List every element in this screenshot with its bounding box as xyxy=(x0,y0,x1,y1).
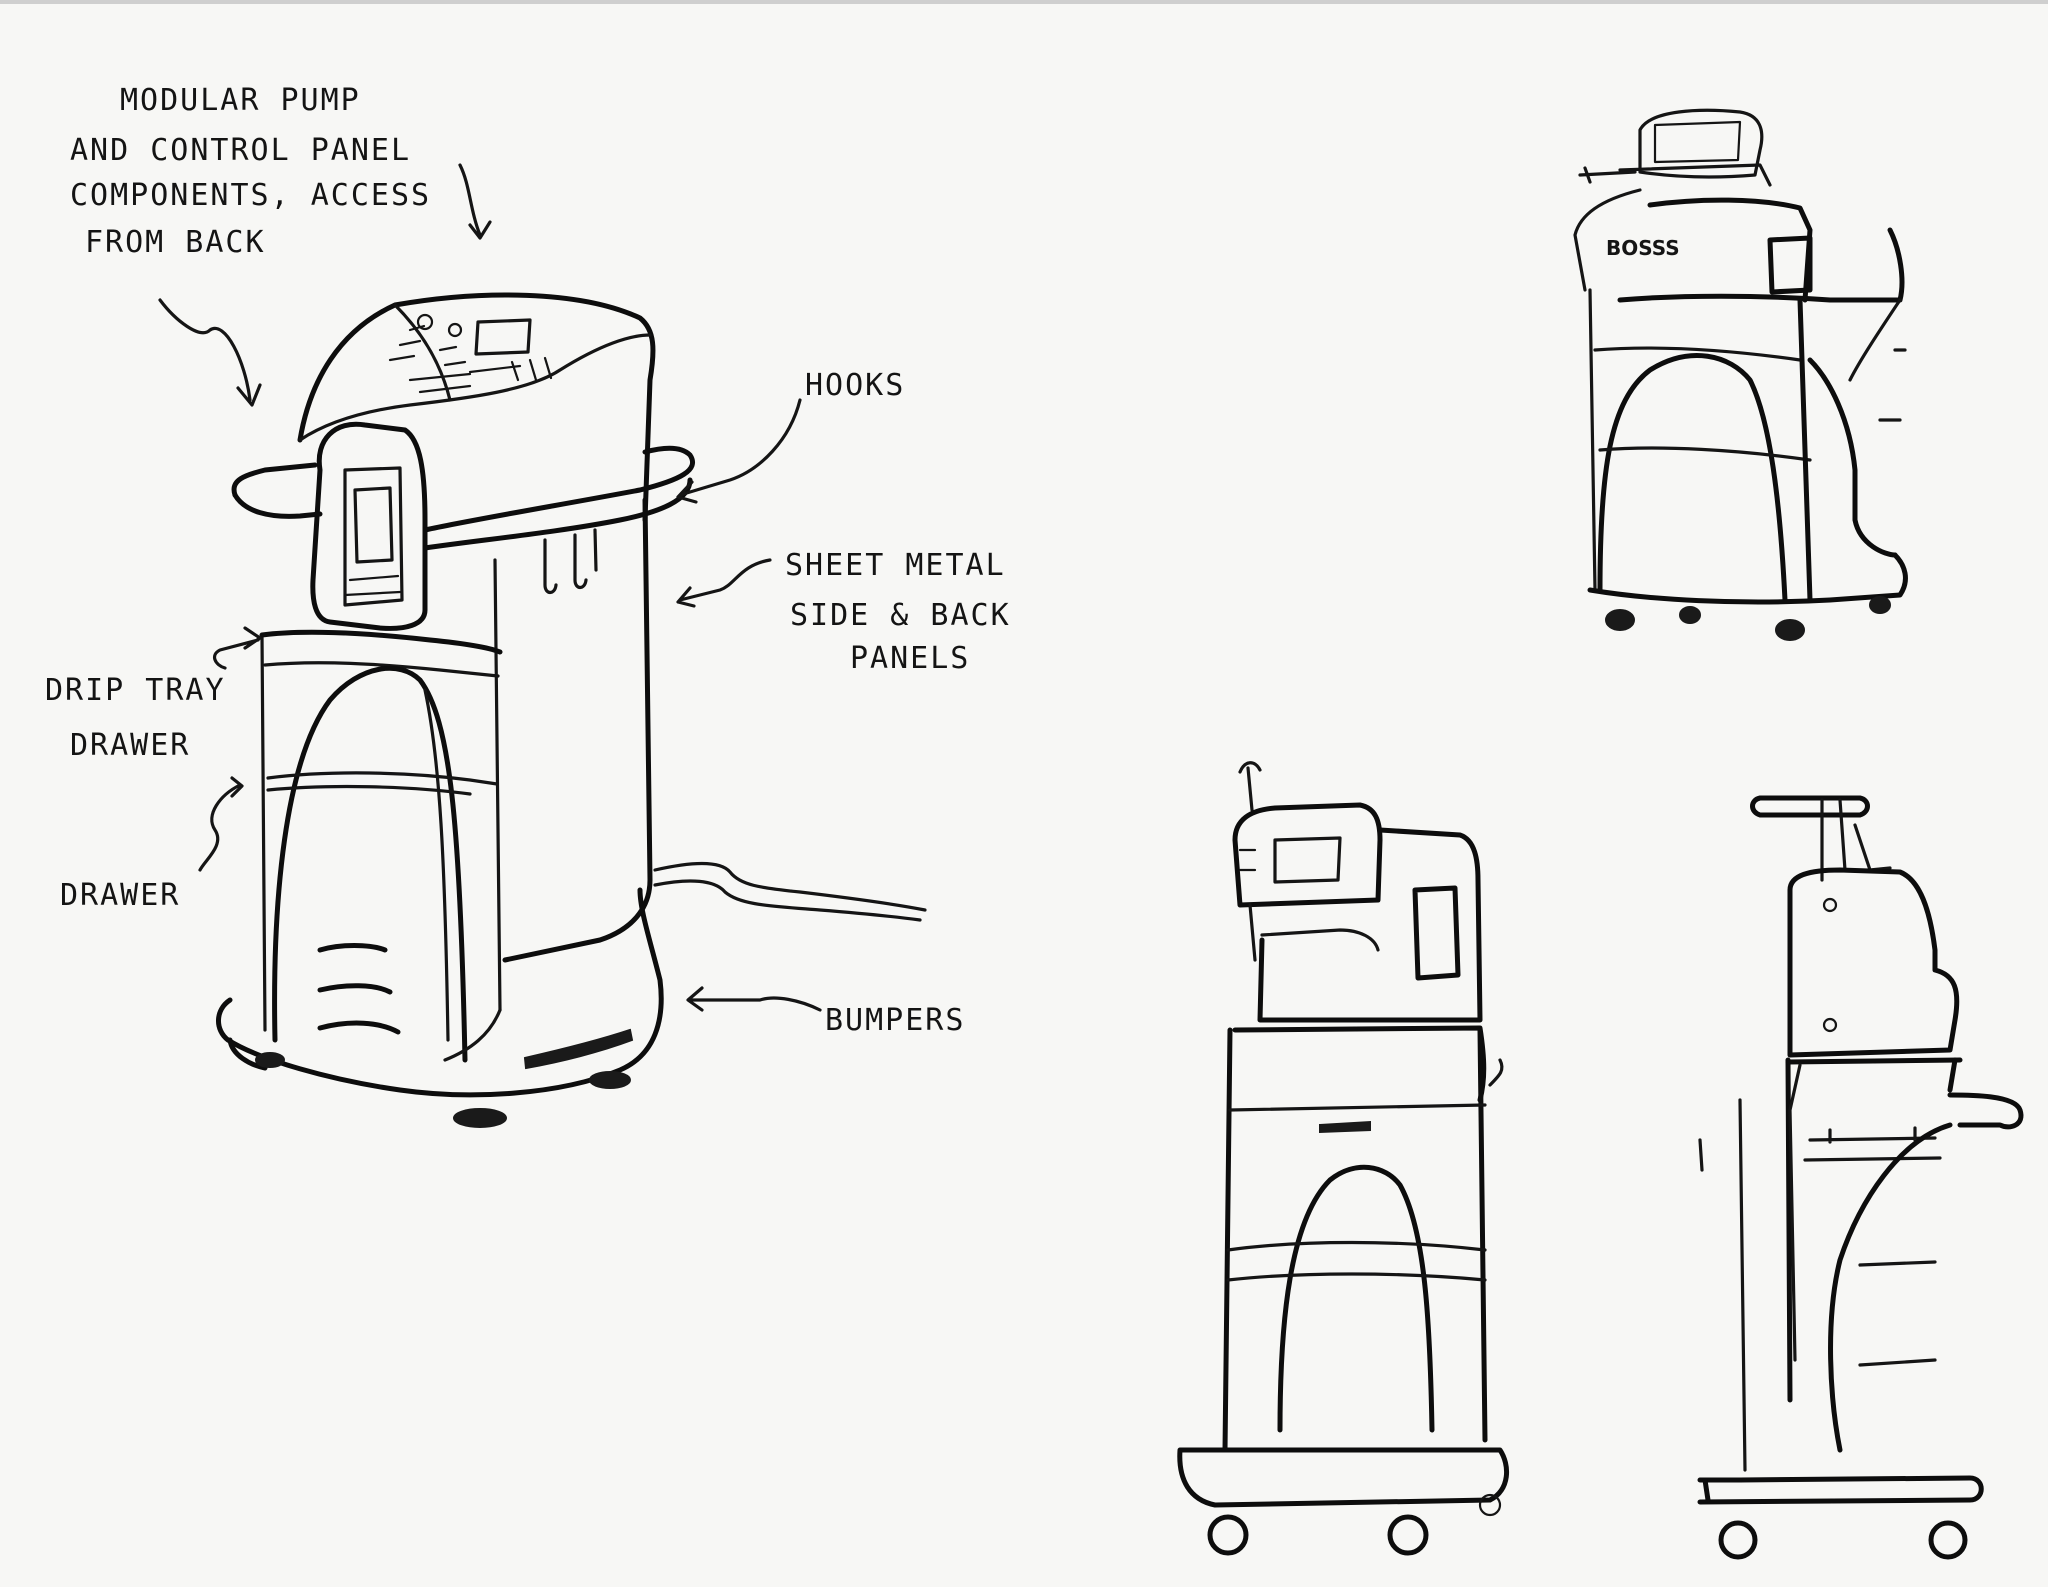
annotation-sheet-metal: SHEET METAL SIDE & BACK PANELS xyxy=(785,548,1011,676)
note-sheet-metal-line-2: SIDE & BACK xyxy=(790,598,1011,633)
note-sheet-metal-line-1: SHEET METAL xyxy=(785,548,1006,583)
pump-window xyxy=(310,421,428,631)
note-drawer: DRAWER xyxy=(60,878,180,913)
main-cart-sketch xyxy=(216,292,927,1128)
note-hooks: HOOKS xyxy=(805,368,905,403)
note-modular-line-4: FROM BACK xyxy=(85,225,266,260)
note-modular-line-3: COMPONENTS, ACCESS xyxy=(70,178,431,213)
cart-sketch-top-right: BOSSS xyxy=(1573,108,1908,641)
annotation-drip-tray: DRIP TRAY DRAWER xyxy=(45,673,226,763)
control-display xyxy=(474,318,532,356)
note-sheet-metal-line-3: PANELS xyxy=(850,641,970,676)
annotation-arrows xyxy=(158,163,822,1012)
cart-sketch-front-view xyxy=(1177,761,1510,1556)
brand-label: BOSSS xyxy=(1606,236,1680,260)
cart-sketch-side-view xyxy=(1697,795,2024,1560)
scan-edge xyxy=(0,0,2048,4)
note-drip-tray-line-1: DRIP TRAY xyxy=(45,673,226,708)
note-modular-line-2: AND CONTROL PANEL xyxy=(70,133,411,168)
note-bumpers: BUMPERS xyxy=(825,1003,965,1038)
annotation-modular-pump: MODULAR PUMP AND CONTROL PANEL COMPONENT… xyxy=(70,83,431,260)
note-modular-line-1: MODULAR PUMP xyxy=(120,83,361,118)
note-drip-tray-line-2: DRAWER xyxy=(70,728,190,763)
